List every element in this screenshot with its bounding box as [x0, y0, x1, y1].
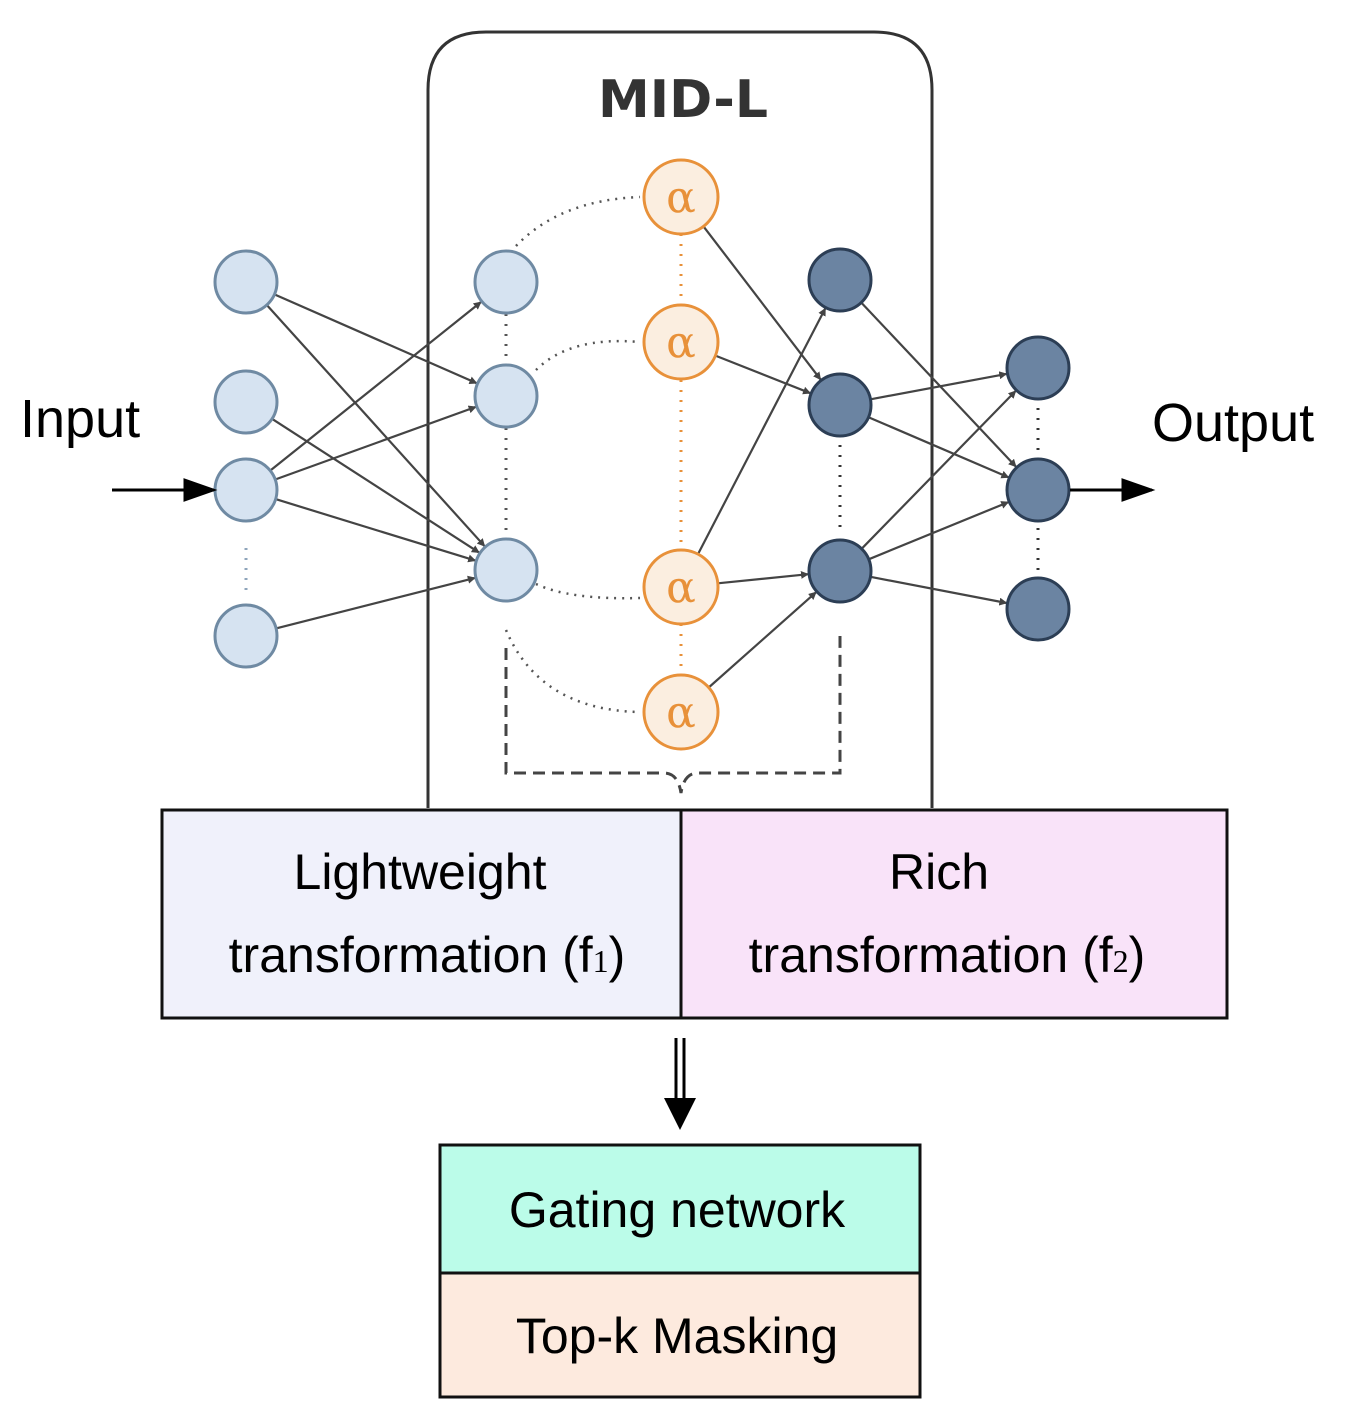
- mid-l-title: MID-L: [598, 70, 768, 130]
- input-label: Input: [20, 389, 140, 449]
- edge-d1-o2: [860, 301, 1017, 468]
- edge-d3-o1: [860, 390, 1017, 550]
- edge-a1-d2: [702, 225, 822, 381]
- edge-a3-d3: [717, 570, 809, 585]
- dashed-bracket: [504, 636, 842, 794]
- edge-d2-o1: [870, 371, 1008, 401]
- alpha-gate-1: α: [642, 158, 720, 236]
- rich-box: [679, 808, 1229, 1020]
- input-node-1: [213, 249, 279, 315]
- svg-text:α: α: [666, 317, 696, 368]
- edge-d3-o2: [868, 501, 1010, 561]
- svg-text:α: α: [666, 172, 696, 223]
- edge-i3-h3: [275, 498, 477, 563]
- edge-i2-h3: [271, 417, 480, 554]
- edge-a3-d1: [697, 307, 827, 555]
- gate-dotted-curves: [504, 195, 641, 714]
- alpha-gate-2: α: [642, 303, 720, 381]
- column-dotted-lines: [244, 234, 1040, 676]
- hidden-light-node-1: [473, 249, 539, 315]
- output-node-2: [1005, 457, 1071, 523]
- input-layer: [213, 249, 279, 669]
- output-layer: [1005, 335, 1071, 642]
- output-label: Output: [1152, 393, 1314, 453]
- svg-text:α: α: [666, 687, 696, 738]
- rich-hidden-layer: [807, 247, 873, 604]
- rich-subtitle: transformation (f2): [749, 927, 1146, 983]
- edge-i1-h3: [265, 304, 486, 547]
- input-node-2: [213, 369, 279, 435]
- rich-title: Rich: [889, 844, 989, 900]
- edge-d2-o2: [868, 416, 1010, 479]
- input-node-4: [213, 603, 279, 669]
- hidden-light-node-3: [473, 537, 539, 603]
- topk-masking-label: Top-k Masking: [516, 1308, 838, 1364]
- edge-i1-h2: [273, 293, 478, 385]
- lightweight-hidden-layer: [473, 249, 539, 603]
- hidden-dark-node-2: [807, 372, 873, 438]
- mid-l-container: [426, 30, 934, 808]
- hidden-light-node-2: [473, 363, 539, 429]
- output-node-1: [1005, 335, 1071, 401]
- edge-d3-o3: [870, 575, 1008, 606]
- network-edges: [265, 225, 1017, 689]
- svg-text:α: α: [666, 562, 696, 613]
- alpha-gate-4: α: [642, 673, 720, 751]
- lightweight-title: Lightweight: [294, 844, 547, 900]
- edge-a4-d3: [707, 591, 817, 689]
- edge-i3-h2: [274, 405, 477, 481]
- edge-i4-h3: [275, 575, 476, 630]
- hidden-dark-node-1: [807, 247, 873, 313]
- input-node-3: [213, 457, 279, 523]
- output-node-3: [1005, 576, 1071, 642]
- hidden-dark-node-3: [807, 538, 873, 604]
- edge-i3-h1: [269, 301, 482, 472]
- topk-masking-box: [438, 1271, 922, 1399]
- gating-network-label: Gating network: [509, 1182, 846, 1238]
- alpha-gates: α α α α: [642, 158, 720, 751]
- edge-a2-d2: [714, 354, 812, 395]
- alpha-gate-3: α: [642, 548, 720, 626]
- double-arrow-down: [664, 1038, 696, 1130]
- lightweight-subtitle: transformation (f1): [229, 927, 626, 983]
- lightweight-box: [160, 808, 683, 1020]
